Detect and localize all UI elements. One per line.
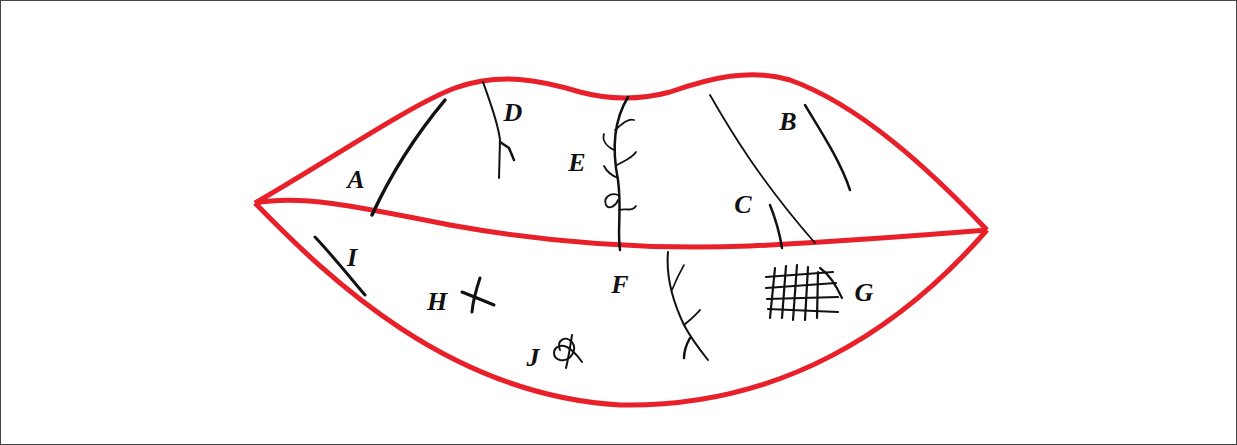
crack — [672, 265, 684, 290]
crack-letter: G — [855, 280, 874, 306]
crack — [710, 95, 815, 243]
crack-letter: I — [347, 245, 357, 271]
crack — [668, 252, 708, 360]
lip-outline — [255, 75, 987, 405]
crack — [372, 100, 445, 215]
crack-letter: H — [427, 289, 447, 315]
crack-grid — [766, 265, 842, 320]
crack — [684, 310, 700, 325]
crack — [483, 82, 500, 178]
crack-letter: C — [734, 192, 751, 218]
crack-letter: E — [568, 150, 585, 176]
crack — [617, 152, 636, 165]
crack-letter: F — [611, 272, 628, 298]
lower-lip-edge — [255, 203, 987, 405]
crack — [472, 278, 480, 312]
crack — [605, 194, 618, 207]
crack-letter: B — [779, 109, 796, 135]
crack — [315, 237, 365, 295]
crack — [500, 142, 514, 160]
crack — [619, 206, 636, 210]
crack — [770, 205, 782, 248]
crack — [805, 105, 850, 190]
crack-letter: J — [527, 345, 540, 371]
crack-letter: D — [504, 100, 523, 126]
crack — [603, 134, 614, 150]
crack — [566, 335, 572, 368]
crack — [615, 97, 628, 250]
crack-letter: A — [347, 167, 364, 193]
crack — [604, 166, 618, 178]
crack — [462, 292, 494, 305]
crack — [684, 338, 690, 358]
lip-cracks — [315, 82, 850, 368]
crack — [615, 120, 634, 130]
lip-line — [255, 200, 987, 247]
